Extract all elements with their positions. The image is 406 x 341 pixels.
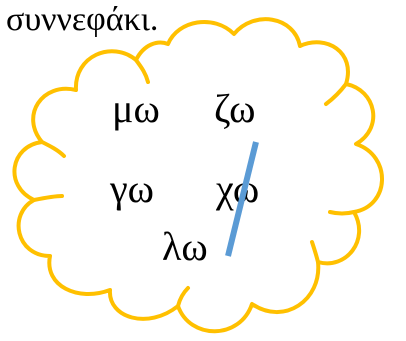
word-gamma-omega: γω <box>110 166 155 211</box>
word-chi-omega: χω <box>216 166 260 211</box>
heading-text: συννεφάκι. <box>6 1 159 38</box>
word-zeta-omega: ζω <box>214 86 256 131</box>
word-mu-omega: μω <box>112 86 160 131</box>
word-lambda-omega: λω <box>162 224 208 269</box>
